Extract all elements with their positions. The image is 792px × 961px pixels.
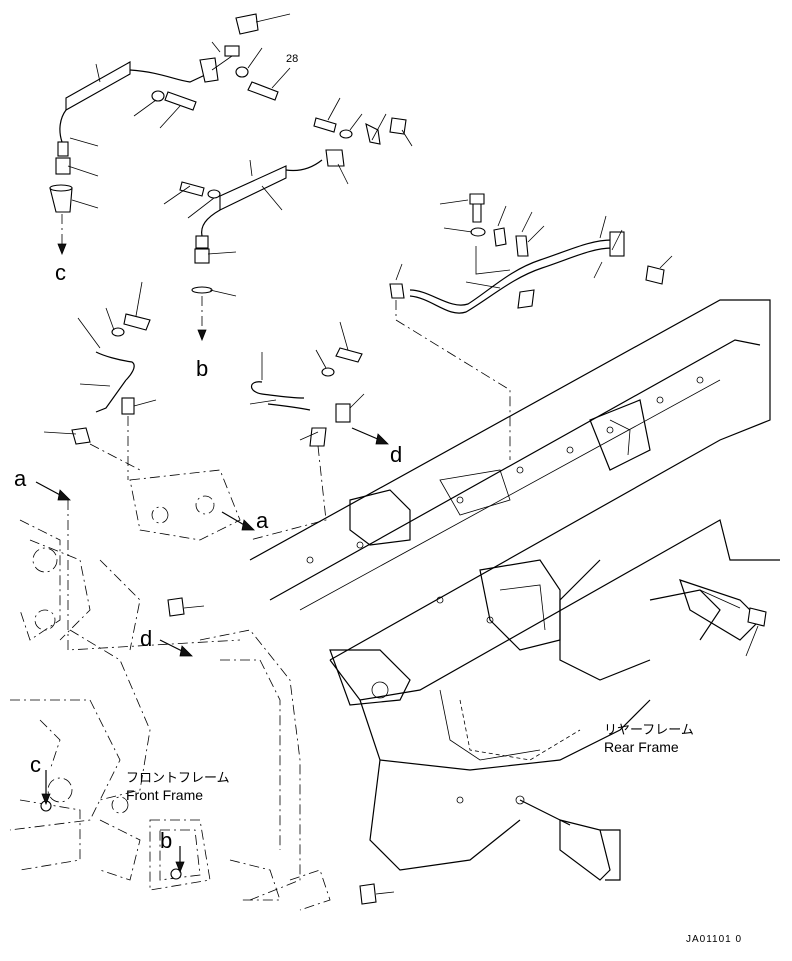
frame-fittings <box>40 589 767 905</box>
left-mid-assembly <box>35 281 255 651</box>
middle-hose-assembly <box>163 97 413 342</box>
drawing-code: JA01101 0 <box>686 934 742 945</box>
front-frame-jp-label: フロントフレーム <box>126 770 230 785</box>
label-a-mid: a <box>256 508 269 533</box>
label-d-lower: d <box>140 626 152 651</box>
label-d-mid: d <box>390 442 402 467</box>
rear-frame-drawing <box>249 299 780 881</box>
label-a-top: a <box>14 466 27 491</box>
front-frame-drawing <box>9 469 331 911</box>
label-part-28: 28 <box>286 53 298 65</box>
right-hose-assembly <box>389 193 673 460</box>
top-left-hose-assembly <box>49 13 291 256</box>
label-b-top: b <box>196 356 208 381</box>
label-c-bottom: c <box>30 752 41 777</box>
label-c-top: c <box>55 260 66 285</box>
rear-frame-en-label: Rear Frame <box>604 739 679 755</box>
label-b-bottom: b <box>160 828 172 853</box>
front-frame-en-label: Front Frame <box>126 787 203 803</box>
rear-frame-jp-label: リヤーフレーム <box>604 722 694 737</box>
middle-lower-assembly <box>159 321 389 657</box>
